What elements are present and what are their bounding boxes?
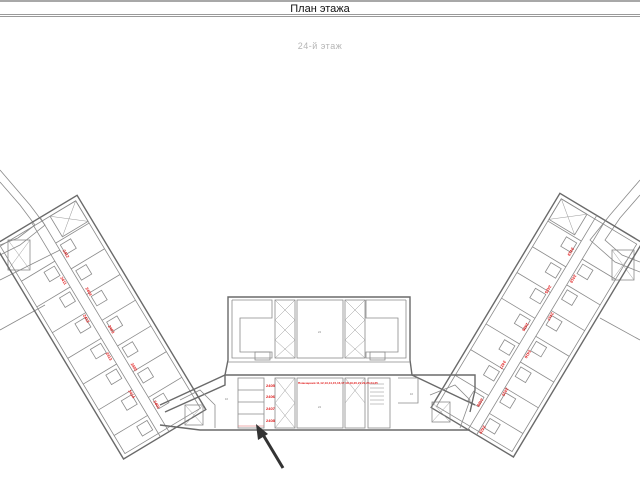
premises-note: Помещения 11,12,13,14,15,16,17,18,19,20,… [298,381,378,385]
svg-text:24: 24 [318,330,321,334]
unit-label[interactable]: 2428 [475,397,484,408]
unit-label[interactable]: 2429 [478,425,487,436]
header-bar: План этажа [0,0,640,17]
svg-text:16: 16 [225,397,228,401]
far-right-wing [589,179,640,341]
unit-label[interactable]: 2401 [152,399,161,410]
left-wing: 2412 2411 2404 2412 2403 2413 2402 2414 2401 [0,194,207,460]
svg-text:16: 16 [410,392,413,396]
unit-label[interactable]: 2415 [500,387,509,398]
unit-label[interactable]: 2427 [498,360,507,371]
pointer-arrow-icon [256,424,285,469]
far-left-wing [0,169,61,331]
right-wing: 2419 2418 2425 2417 2426 2416 2427 2415 2428 2429 [430,192,640,458]
unit-label[interactable]: 2425 [543,284,552,295]
unit-label[interactable]: 2405 [266,383,276,388]
center-upper-block [159,296,476,406]
unit-label[interactable]: 2404 [84,286,93,297]
unit-label[interactable]: 2407 [266,406,276,411]
floor-label: 24-й этаж [297,41,343,51]
unit-label[interactable]: 2418 [568,274,577,285]
center-lower-block: 24 24 16 16 [159,330,476,431]
unit-label[interactable]: 2417 [546,311,555,322]
svg-text:24: 24 [318,405,321,409]
unit-label[interactable]: 2403 [107,324,116,335]
unit-label[interactable]: 2408 [266,418,276,423]
unit-label[interactable]: 2412 [82,313,91,324]
unit-label[interactable]: 2414 [127,389,136,400]
unit-label[interactable]: 2413 [105,351,114,362]
unit-label[interactable]: 2412 [62,249,71,260]
unit-label[interactable]: 2419 [566,247,575,258]
unit-label[interactable]: 2406 [266,394,276,399]
unit-label[interactable]: 2411 [59,276,68,287]
unit-label[interactable]: 2402 [130,362,139,373]
unit-label[interactable]: 2426 [521,322,530,333]
unit-label[interactable]: 2416 [523,349,532,360]
page-title: План этажа [290,3,350,15]
